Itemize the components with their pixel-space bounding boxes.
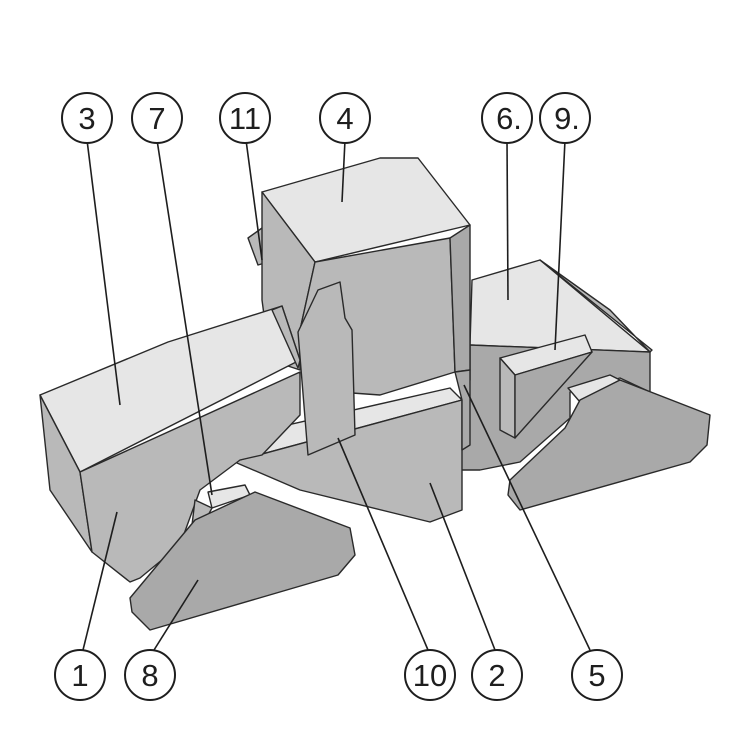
leader-10 [337, 437, 429, 651]
callouts: 3 7 11 4 6. 9. 1 8 [54, 92, 623, 701]
callout-7-label: 7 [148, 101, 165, 136]
left-plate [129, 491, 356, 631]
small-inner-block [499, 334, 593, 439]
leader-1 [82, 511, 118, 651]
tall-column-body [297, 281, 356, 456]
callout-4-label: 4 [336, 101, 353, 136]
callout-9: 9. [539, 92, 591, 144]
callout-3: 3 [61, 92, 113, 144]
callout-10: 10 [404, 649, 456, 701]
callout-10-label: 10 [413, 658, 447, 693]
callout-2: 2 [471, 649, 523, 701]
callout-2-label: 2 [488, 658, 505, 693]
small-inner-block-front [514, 351, 593, 439]
rear-right-block-side-face [539, 259, 653, 353]
leader-9 [554, 139, 566, 351]
callout-8: 8 [124, 649, 176, 701]
leader-6 [506, 139, 509, 301]
callout-6-label: 6. [496, 101, 522, 136]
callout-8-label: 8 [141, 658, 158, 693]
leader-2 [429, 482, 496, 651]
callout-11: 11 [219, 92, 271, 144]
callout-6: 6. [481, 92, 533, 144]
right-plate-body [507, 379, 711, 511]
callout-11-label: 11 [229, 101, 261, 136]
leader-4 [341, 139, 346, 203]
callout-1: 1 [54, 649, 106, 701]
leader-8 [153, 579, 199, 651]
leader-lines [82, 139, 591, 651]
leader-5 [463, 384, 591, 651]
tall-column [297, 281, 356, 456]
leader-7 [156, 139, 213, 496]
left-block-front-face [79, 371, 301, 583]
left-plate-body [129, 491, 356, 631]
right-plate [507, 374, 711, 511]
callout-5: 5 [571, 649, 623, 701]
left-block-ramp-side [271, 305, 301, 369]
callout-4: 4 [319, 92, 371, 144]
leader-11 [245, 139, 263, 261]
middle-slab-front [221, 399, 463, 523]
leader-3 [86, 139, 121, 406]
callout-3-label: 3 [78, 101, 95, 136]
callout-1-label: 1 [71, 658, 88, 693]
callout-7: 7 [131, 92, 183, 144]
callout-5-label: 5 [588, 658, 605, 693]
left-block [39, 305, 301, 583]
callout-9-label: 9. [554, 101, 580, 136]
